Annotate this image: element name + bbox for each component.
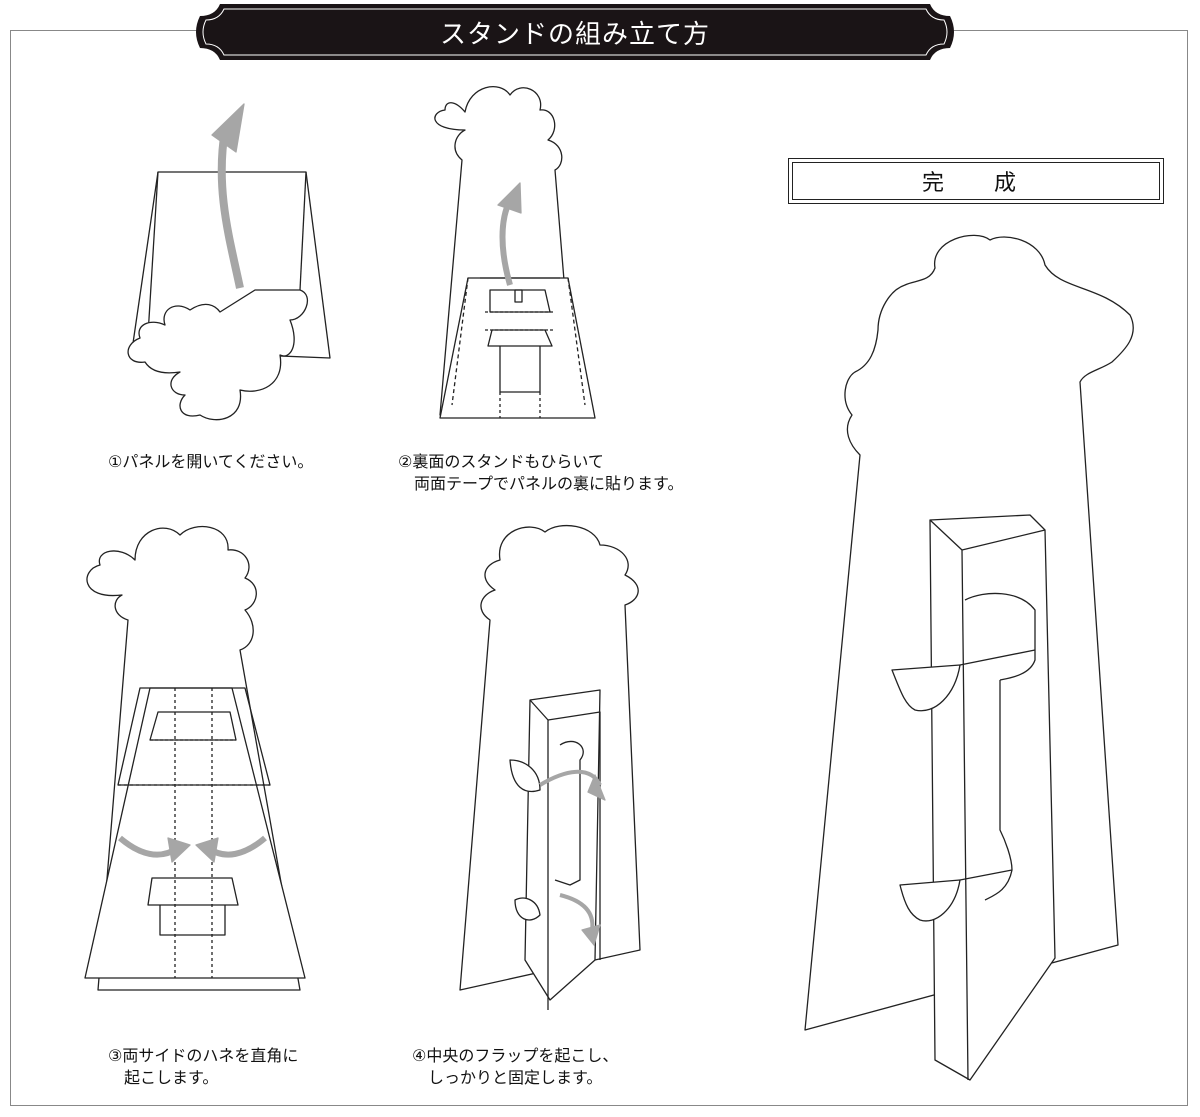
page-title: スタンドの組み立て方 [439, 19, 710, 50]
step2-illustration [434, 86, 596, 419]
step4-caption-line2: しっかりと固定します。 [412, 1068, 603, 1087]
step1-illustration [127, 103, 331, 421]
step4-caption-line1: ④中央のフラップを起こし、 [412, 1046, 619, 1065]
step4-caption: ④中央のフラップを起こし、 しっかりと固定します。 [412, 1045, 618, 1089]
step2-caption: ②裏面のスタンドもひらいて 両面テープでパネルの裏に貼ります。 [398, 451, 683, 495]
step2-caption-line1: ②裏面のスタンドもひらいて [398, 452, 604, 471]
step3-caption-line1: ③両サイドのハネを直角に [108, 1046, 299, 1065]
step1-caption-line1: ①パネルを開いてください。 [108, 452, 314, 471]
step3-caption-line2: 起こします。 [108, 1068, 219, 1087]
step3-caption: ③両サイドのハネを直角に 起こします。 [108, 1045, 298, 1089]
completed-stand-illustration [804, 234, 1134, 1081]
step4-illustration [459, 524, 641, 1010]
title-banner [196, 4, 954, 60]
step2-caption-line2: 両面テープでパネルの裏に貼ります。 [398, 474, 684, 493]
step1-caption: ①パネルを開いてください。 [108, 451, 313, 473]
completion-label: 完 成 [792, 162, 1160, 200]
completion-label-box: 完 成 [788, 158, 1164, 204]
step3-illustration [84, 525, 306, 991]
